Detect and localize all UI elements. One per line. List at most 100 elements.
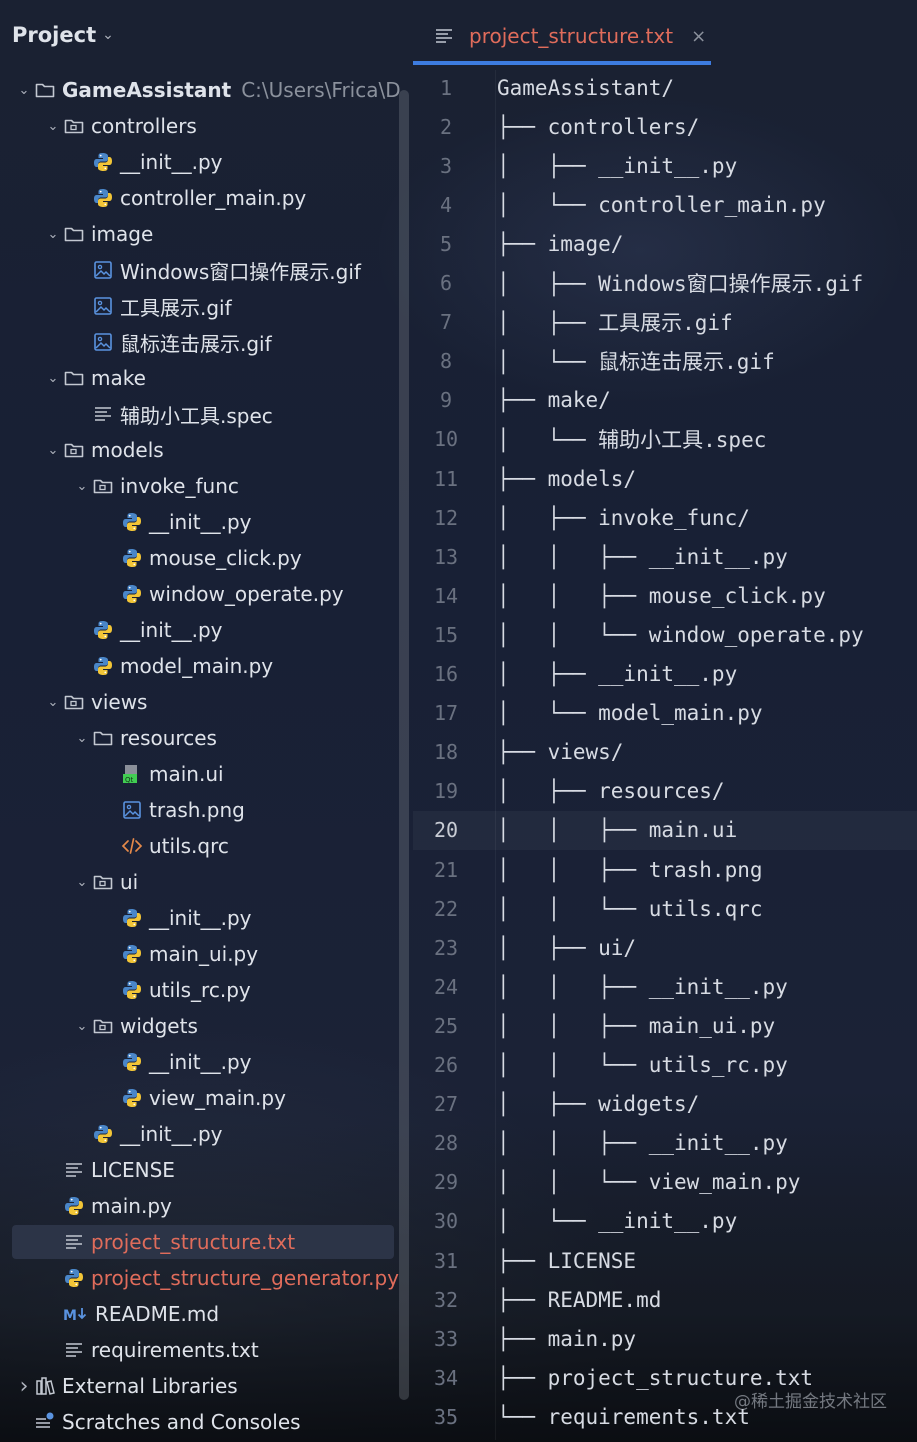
code-text: │ │ ├── trash.png (497, 857, 763, 882)
tree-item-label: invoke_func (120, 474, 239, 498)
line-number: 31 (433, 1248, 459, 1273)
tree-item[interactable]: model_main.py (0, 648, 484, 684)
code-line[interactable]: 22│ │ └── utils.qrc (413, 889, 917, 928)
code-line[interactable]: 35└── requirements.txt (413, 1397, 917, 1436)
chevron-down-icon[interactable]: ⌄ (76, 730, 88, 746)
chevron-down-icon[interactable]: ⌄ (76, 874, 88, 890)
tree-item[interactable]: Scratches and Consoles (0, 1404, 426, 1440)
code-line[interactable]: 34├── project_structure.txt (413, 1358, 917, 1397)
chevron-down-icon[interactable]: ⌄ (76, 478, 88, 494)
code-line[interactable]: 26│ │ └── utils_rc.py (413, 1046, 917, 1085)
tree-item[interactable]: 工具展示.gif (0, 288, 484, 324)
tree-item[interactable]: requirements.txt (0, 1332, 455, 1368)
scrollbar[interactable] (399, 90, 409, 1400)
tree-item[interactable]: LICENSE (0, 1152, 455, 1188)
code-line[interactable]: 12│ ├── invoke_func/ (413, 498, 917, 537)
tree-item[interactable]: ⌄ models (0, 432, 455, 468)
code-line[interactable]: 3│ ├── __init__.py (413, 146, 917, 185)
tree-item[interactable]: ⌄resources (0, 720, 484, 756)
chevron-down-icon[interactable]: ⌄ (47, 118, 59, 134)
tree-item[interactable]: main_ui.py (0, 936, 513, 972)
chevron-down-icon[interactable]: ⌄ (47, 226, 59, 242)
tree-item[interactable]: ⌄make (0, 360, 455, 396)
code-line[interactable]: 17│ └── model_main.py (413, 694, 917, 733)
tree-item[interactable]: ⌄controllers (0, 108, 455, 144)
tree-item[interactable]: ⌄widgets (0, 1008, 484, 1044)
tree-item[interactable]: trash.png (0, 792, 513, 828)
code-text: │ └── 辅助小工具.spec (497, 428, 767, 453)
chevron-down-icon[interactable]: ⌄ (47, 694, 59, 710)
tree-item[interactable]: Windows窗口操作展示.gif (0, 252, 484, 288)
tree-item[interactable]: ⌄views (0, 684, 455, 720)
tree-item[interactable]: __init__.py (0, 1044, 513, 1080)
code-line[interactable]: 33├── main.py (413, 1319, 917, 1358)
qt-ui-icon: Qt (121, 763, 143, 785)
code-line[interactable]: 6│ ├── Windows窗口操作展示.gif (413, 264, 917, 303)
code-line[interactable]: 23│ ├── ui/ (413, 928, 917, 967)
line-number: 16 (433, 662, 459, 686)
code-line[interactable]: 4│ └── controller_main.py (413, 185, 917, 224)
code-line[interactable]: 32├── README.md (413, 1280, 917, 1319)
tree-item-label: __init__.py (149, 1050, 252, 1074)
code-line[interactable]: 18├── views/ (413, 733, 917, 772)
close-icon[interactable]: × (691, 25, 707, 47)
code-line[interactable]: 14│ │ ├── mouse_click.py (413, 576, 917, 615)
code-line[interactable]: 5├── image/ (413, 224, 917, 263)
tree-item[interactable]: view_main.py (0, 1080, 513, 1116)
code-line[interactable]: 16│ ├── __init__.py (413, 655, 917, 694)
tree-item-label: models (91, 438, 164, 462)
code-line[interactable]: 25│ │ ├── main_ui.py (413, 1006, 917, 1045)
tree-item[interactable]: ⌄ invoke_func (0, 468, 484, 504)
code-line[interactable]: 28│ │ ├── __init__.py (413, 1124, 917, 1163)
tree-item[interactable]: window_operate.py (0, 576, 513, 612)
background-grass (0, 1122, 917, 1442)
tree-item[interactable]: utils.qrc (0, 828, 513, 864)
chevron-down-icon[interactable]: ⌄ (76, 1018, 88, 1034)
code-line[interactable]: 21│ │ ├── trash.png (413, 850, 917, 889)
tab-project-structure[interactable]: project_structure.txt × (413, 14, 731, 58)
code-line[interactable]: 24│ │ ├── __init__.py (413, 967, 917, 1006)
code-text: │ │ └── utils.qrc (497, 896, 763, 921)
project-view-selector[interactable]: Project ⌄ (12, 20, 114, 50)
code-line[interactable]: 15│ │ └── window_operate.py (413, 615, 917, 654)
tree-item[interactable]: main.py (0, 1188, 455, 1224)
code-line[interactable]: 10│ └── 辅助小工具.spec (413, 420, 917, 459)
code-line[interactable]: 30│ └── __init__.py (413, 1202, 917, 1241)
tree-item[interactable]: __init__.py (0, 1116, 484, 1152)
code-line[interactable]: 20│ │ ├── main.ui (413, 810, 917, 850)
tree-item[interactable]: project_structure_generator.py (0, 1260, 455, 1296)
tree-item[interactable]: ›External Libraries (0, 1368, 426, 1404)
tree-item-label: Windows窗口操作展示.gif (120, 259, 361, 284)
chevron-down-icon[interactable]: ⌄ (18, 82, 30, 98)
tree-item[interactable]: ⌄image (0, 216, 455, 252)
tree-item[interactable]: __init__.py (0, 612, 484, 648)
code-line[interactable]: 27│ ├── widgets/ (413, 1085, 917, 1124)
tree-item[interactable]: mouse_click.py (0, 540, 513, 576)
tree-item[interactable]: __init__.py (0, 504, 513, 540)
code-line[interactable]: 11├── models/ (413, 459, 917, 498)
tree-item[interactable]: 辅助小工具.spec (0, 396, 484, 432)
tree-item[interactable]: __init__.py (0, 900, 513, 936)
code-line[interactable]: 19│ ├── resources/ (413, 772, 917, 811)
code-line[interactable]: 29│ │ └── view_main.py (413, 1163, 917, 1202)
tree-item[interactable]: ⌄ui (0, 864, 484, 900)
tree-item[interactable]: controller_main.py (0, 180, 484, 216)
tree-item[interactable]: 鼠标连击展示.gif (0, 324, 484, 360)
tree-item[interactable]: utils_rc.py (0, 972, 513, 1008)
code-line[interactable]: 9├── make/ (413, 381, 917, 420)
chevron-right-icon[interactable]: › (19, 1373, 29, 1399)
tree-item[interactable]: project_structure.txt (0, 1224, 455, 1260)
tree-item[interactable]: __init__.py (0, 144, 484, 180)
code-line[interactable]: 8│ └── 鼠标连击展示.gif (413, 342, 917, 381)
line-number: 26 (433, 1053, 459, 1077)
code-line[interactable]: 7│ ├── 工具展示.gif (413, 303, 917, 342)
code-line[interactable]: 2├── controllers/ (413, 107, 917, 146)
code-line[interactable]: 13│ │ ├── __init__.py (413, 537, 917, 576)
code-line[interactable]: 31├── LICENSE (413, 1241, 917, 1280)
chevron-down-icon[interactable]: ⌄ (47, 370, 59, 386)
chevron-down-icon[interactable]: ⌄ (47, 442, 59, 458)
